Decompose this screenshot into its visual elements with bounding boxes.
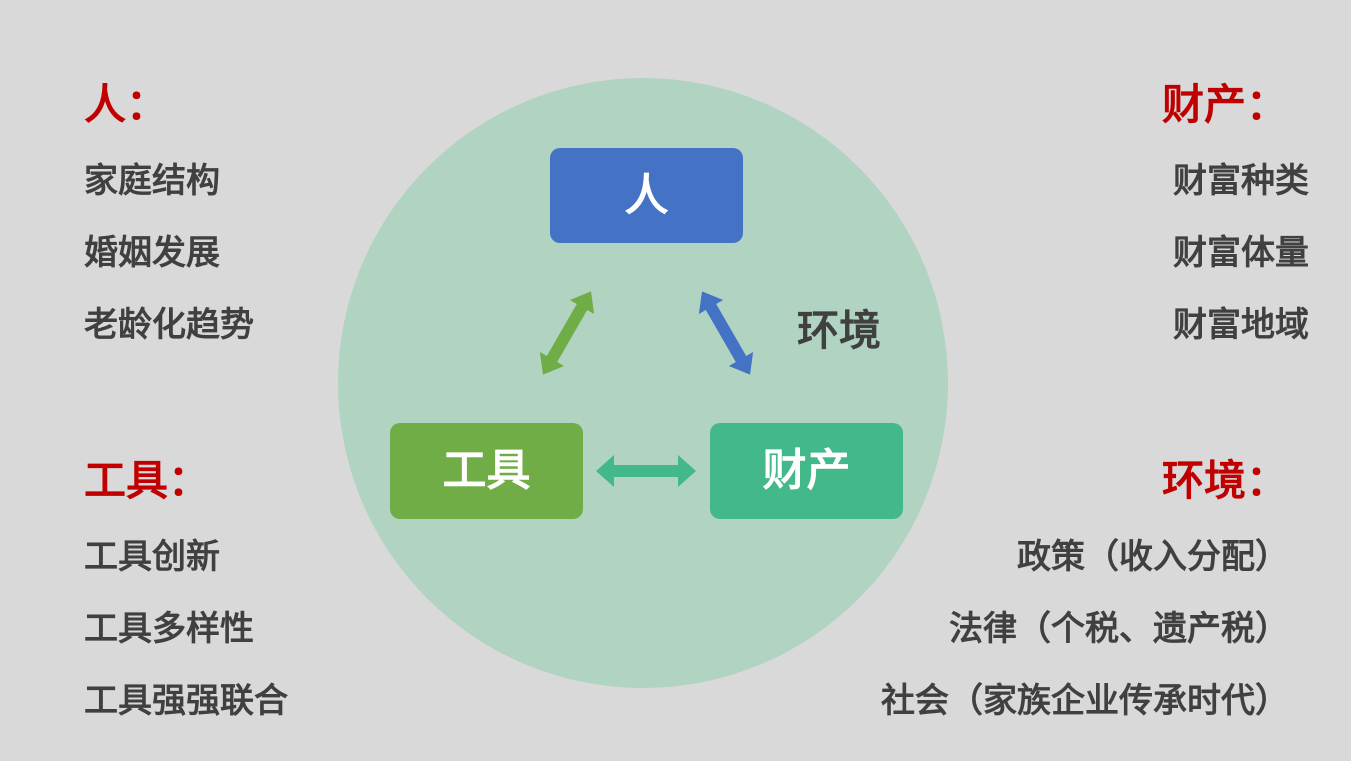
list-item: 财富种类 <box>1173 161 1309 201</box>
arrow-tools-property <box>596 455 696 487</box>
list-item: 法律（个税、遗产税） <box>949 609 1289 649</box>
node-tools: 工具 <box>390 423 583 519</box>
list-item: 老龄化趋势 <box>84 305 254 345</box>
list-item: 工具创新 <box>84 537 220 577</box>
node-person-label: 人 <box>624 169 669 221</box>
list-item: 财富体量 <box>1173 233 1309 273</box>
heading-property: 财产： <box>1161 80 1288 129</box>
heading-environment: 环境： <box>1161 456 1288 505</box>
list-item: 婚姻发展 <box>84 233 220 273</box>
list-item: 工具多样性 <box>84 609 254 649</box>
environment-label: 环境 <box>797 306 882 355</box>
heading-person: 人： <box>84 80 169 129</box>
list-item: 财富地域 <box>1173 305 1309 345</box>
node-tools-label: 工具 <box>442 445 531 496</box>
list-item: 家庭结构 <box>84 161 220 201</box>
arrow-person-tools <box>539 291 595 375</box>
node-person: 人 <box>550 148 743 243</box>
list-item: 工具强强联合 <box>84 681 288 721</box>
node-property-label: 财产 <box>762 445 851 496</box>
node-property: 财产 <box>710 423 903 519</box>
heading-tools: 工具： <box>84 456 211 505</box>
arrow-person-property <box>698 291 754 375</box>
list-item: 社会（家族企业传承时代） <box>881 681 1289 721</box>
list-item: 政策（收入分配） <box>1017 537 1289 577</box>
